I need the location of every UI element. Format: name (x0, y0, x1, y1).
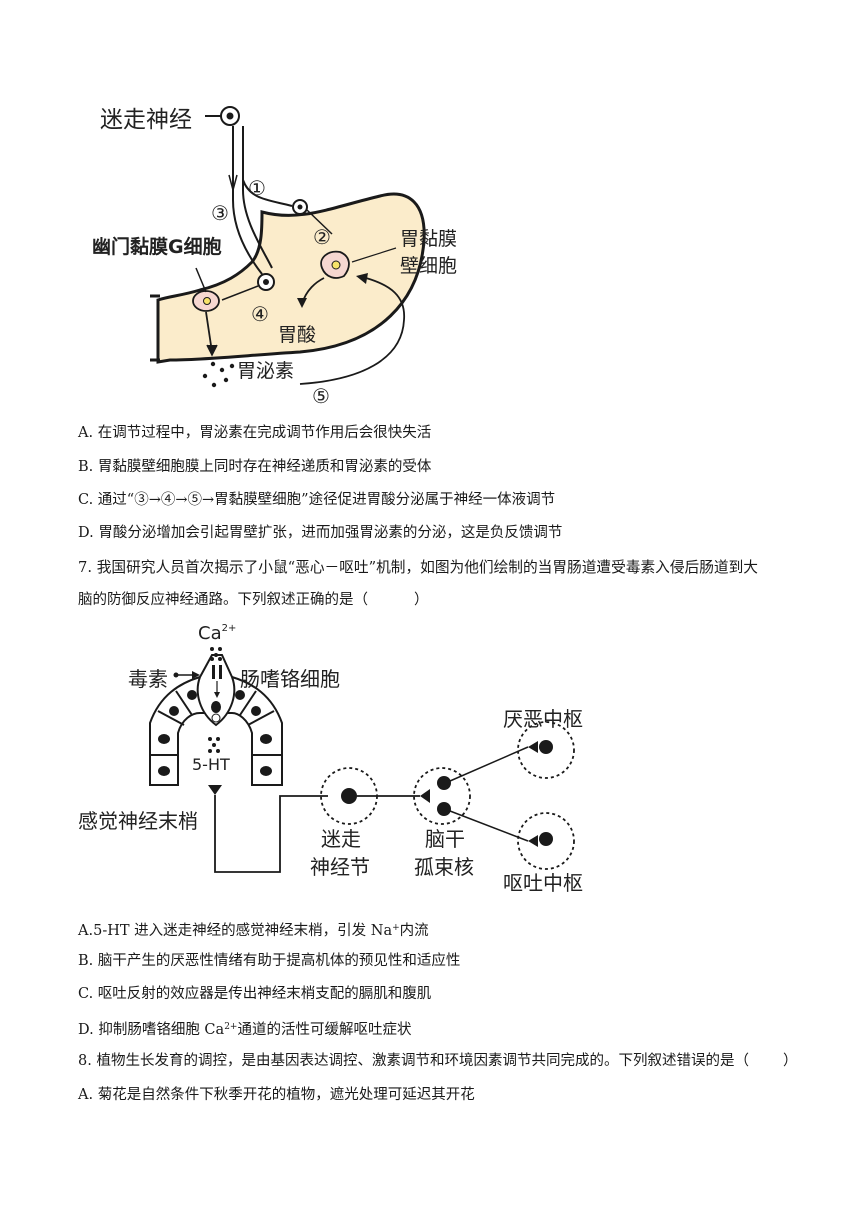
sensory-ending (208, 785, 222, 795)
ganglion-label-line1: 迷走 (321, 827, 361, 851)
q7-stem-line2: 脑的防御反应神经通路。下列叙述正确的是（） (78, 592, 429, 608)
q8-stem: 8. 植物生长发育的调控，是由基因表达调控、激素调节和环境因素调节共同完成的。下… (78, 1053, 798, 1069)
q6-option-b: B. 胃黏膜壁细胞膜上同时存在神经递质和胃泌素的受体 (78, 459, 432, 475)
acid-label: 胃酸 (278, 324, 317, 346)
ganglion-label-line2: 神经节 (310, 855, 370, 879)
gastrin-label: 胃泌素 (237, 360, 295, 382)
figure-pathway: Ca2+ 毒素 肠嗜铬细胞 5-HT 感觉神经末梢 迷走 神经节 脑干 孤束核 … (0, 615, 860, 905)
q7-option-b: B. 脑干产生的厌恶性情绪有助于提高机体的预见性和适应性 (78, 953, 461, 969)
ht-label: 5-HT (190, 755, 232, 774)
disgust-label: 厌恶中枢 (503, 707, 583, 731)
q8-option-a: A. 菊花是自然条件下秋季开花的植物，遮光处理可延迟其开花 (78, 1087, 475, 1103)
g-cell-label: 幽门黏膜G细胞 (92, 236, 222, 258)
figure-stomach: 迷走神经 ① ② ③ ④ ⑤ 幽门黏膜G细胞 胃黏膜 壁细胞 胃酸 胃泌素 (0, 0, 860, 410)
label-2: ② (313, 225, 331, 249)
parietal-label-line1: 胃黏膜 (400, 228, 458, 250)
ec-cell-label: 肠嗜铬细胞 (240, 667, 340, 691)
brainstem-label-line2: 孤束核 (414, 855, 474, 879)
disgust-center (517, 721, 575, 779)
vomit-center (517, 812, 575, 870)
brainstem-label-line1: 脑干 (425, 827, 465, 851)
sensory-label: 感觉神经末梢 (78, 809, 198, 833)
stomach-shape (156, 192, 426, 364)
q7-option-d: D. 抑制肠嗜铬细胞 Ca2+通道的活性可缓解呕吐症状 (78, 1022, 412, 1038)
pathway-diagram (149, 647, 575, 873)
stomach-diagram (150, 106, 426, 388)
parietal-label-line2: 壁细胞 (400, 255, 458, 277)
label-3: ③ (211, 201, 229, 225)
vagus-label: 迷走神经 (100, 107, 192, 133)
brainstem-nts (413, 767, 471, 825)
label-1: ① (248, 176, 266, 200)
ec-cell (196, 654, 236, 727)
q7-option-c: C. 呕吐反射的效应器是传出神经末梢支配的膈肌和腹肌 (78, 986, 432, 1002)
toxin-label: 毒素 (128, 667, 168, 691)
label-4: ④ (251, 302, 269, 326)
q6-option-c: C. 通过“③→④→⑤→胃黏膜壁细胞”途径促进胃酸分泌属于神经一体液调节 (78, 492, 556, 508)
q6-option-d: D. 胃酸分泌增加会引起胃壁扩张，进而加强胃泌素的分泌，这是负反馈调节 (78, 525, 563, 541)
vomit-label: 呕吐中枢 (503, 871, 583, 895)
q7-stem-line1: 7. 我国研究人员首次揭示了小鼠“恶心－呕吐”机制，如图为他们绘制的当胃肠道遭受… (78, 559, 758, 576)
ca-label: Ca2+ (198, 623, 237, 644)
q7-option-a: A.5-HT 进入迷走神经的感觉神经末梢，引发 Na+内流 (78, 923, 429, 939)
label-5: ⑤ (312, 384, 330, 408)
q6-option-a: A. 在调节过程中，胃泌素在完成调节作用后会很快失活 (78, 425, 432, 441)
